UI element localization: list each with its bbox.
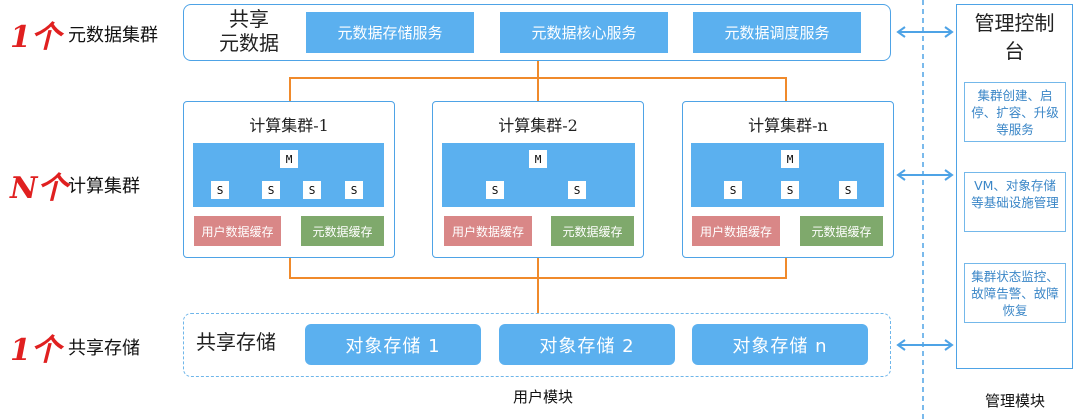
slave-node: S: [344, 180, 364, 200]
metadata-panel: 共享 元数据 元数据存储服务 元数据核心服务 元数据调度服务: [183, 4, 891, 61]
arrow-metadata-mgmt: [896, 26, 954, 38]
metadata-title: 共享 元数据: [219, 7, 279, 55]
cluster-title: 计算集群-n: [748, 116, 828, 135]
metadata-cache: 元数据缓存: [800, 216, 883, 246]
metadata-cache: 元数据缓存: [301, 216, 384, 246]
slave-node: S: [780, 180, 800, 200]
connector-line: [289, 77, 291, 102]
row-count: 1个: [10, 333, 61, 368]
cluster-title: 计算集群-2: [498, 116, 578, 135]
slave-node: S: [567, 180, 587, 200]
connector-line: [785, 258, 787, 278]
master-node: M: [279, 149, 299, 169]
connector-line: [537, 277, 539, 314]
compute-cluster: 计算集群-1 M S S S S 用户数据缓存 元数据缓存: [183, 101, 395, 258]
metadata-service: 元数据核心服务: [500, 12, 668, 53]
compute-cluster: 计算集群-2 M S S 用户数据缓存 元数据缓存: [432, 101, 644, 258]
storage-panel: 共享存储 对象存储 1 对象存储 2 对象存储 n: [183, 313, 891, 377]
management-title: 管理控制 台: [974, 11, 1055, 63]
slave-node: S: [485, 180, 505, 200]
slave-node: S: [210, 180, 230, 200]
compute-cluster: 计算集群-n M S S S 用户数据缓存 元数据缓存: [682, 101, 894, 258]
management-item: VM、对象存储等基础设施管理: [964, 172, 1066, 232]
row-label: 元数据集群: [68, 25, 158, 46]
arrow-storage-mgmt: [896, 339, 954, 351]
cluster-title: 计算集群-1: [249, 116, 329, 135]
object-storage: 对象存储 1: [305, 324, 481, 365]
management-console: 管理控制 台 集群创建、启停、扩容、升级等服务 VM、对象存储等基础设施管理 集…: [956, 4, 1073, 369]
user-data-cache: 用户数据缓存: [444, 216, 532, 246]
metadata-cache: 元数据缓存: [551, 216, 634, 246]
connector-line: [289, 258, 291, 278]
connector-line: [785, 77, 787, 102]
row-metadata: 1个 元数据集群: [10, 14, 185, 55]
slave-node: S: [302, 180, 322, 200]
row-compute: N个 计算集群: [10, 165, 185, 206]
mgmt-module-caption: 管理模块: [984, 392, 1045, 410]
object-storage: 对象存储 2: [499, 324, 675, 365]
slave-node: S: [838, 180, 858, 200]
row-count: 1个: [10, 20, 61, 55]
object-storage: 对象存储 n: [692, 324, 868, 365]
management-item: 集群创建、启停、扩容、升级等服务: [964, 82, 1066, 142]
slave-node: S: [723, 180, 743, 200]
arrow-compute-mgmt: [896, 169, 954, 181]
master-node: M: [528, 149, 548, 169]
row-label: 计算集群: [68, 176, 140, 197]
master-node: M: [780, 149, 800, 169]
metadata-service: 元数据存储服务: [306, 12, 474, 53]
storage-title: 共享存储: [196, 330, 276, 354]
slave-node: S: [261, 180, 281, 200]
connector-line: [537, 258, 539, 278]
management-item: 集群状态监控、故障告警、故障恢复: [964, 263, 1066, 323]
user-module-caption: 用户模块: [512, 388, 573, 406]
row-storage: 1个 共享存储: [10, 327, 185, 368]
connector-line: [537, 61, 539, 78]
connector-line: [537, 77, 539, 102]
row-count: N个: [10, 171, 68, 206]
user-data-cache: 用户数据缓存: [692, 216, 780, 246]
user-data-cache: 用户数据缓存: [194, 216, 281, 246]
metadata-service: 元数据调度服务: [693, 12, 861, 53]
module-separator: [922, 0, 924, 419]
row-label: 共享存储: [68, 338, 140, 359]
